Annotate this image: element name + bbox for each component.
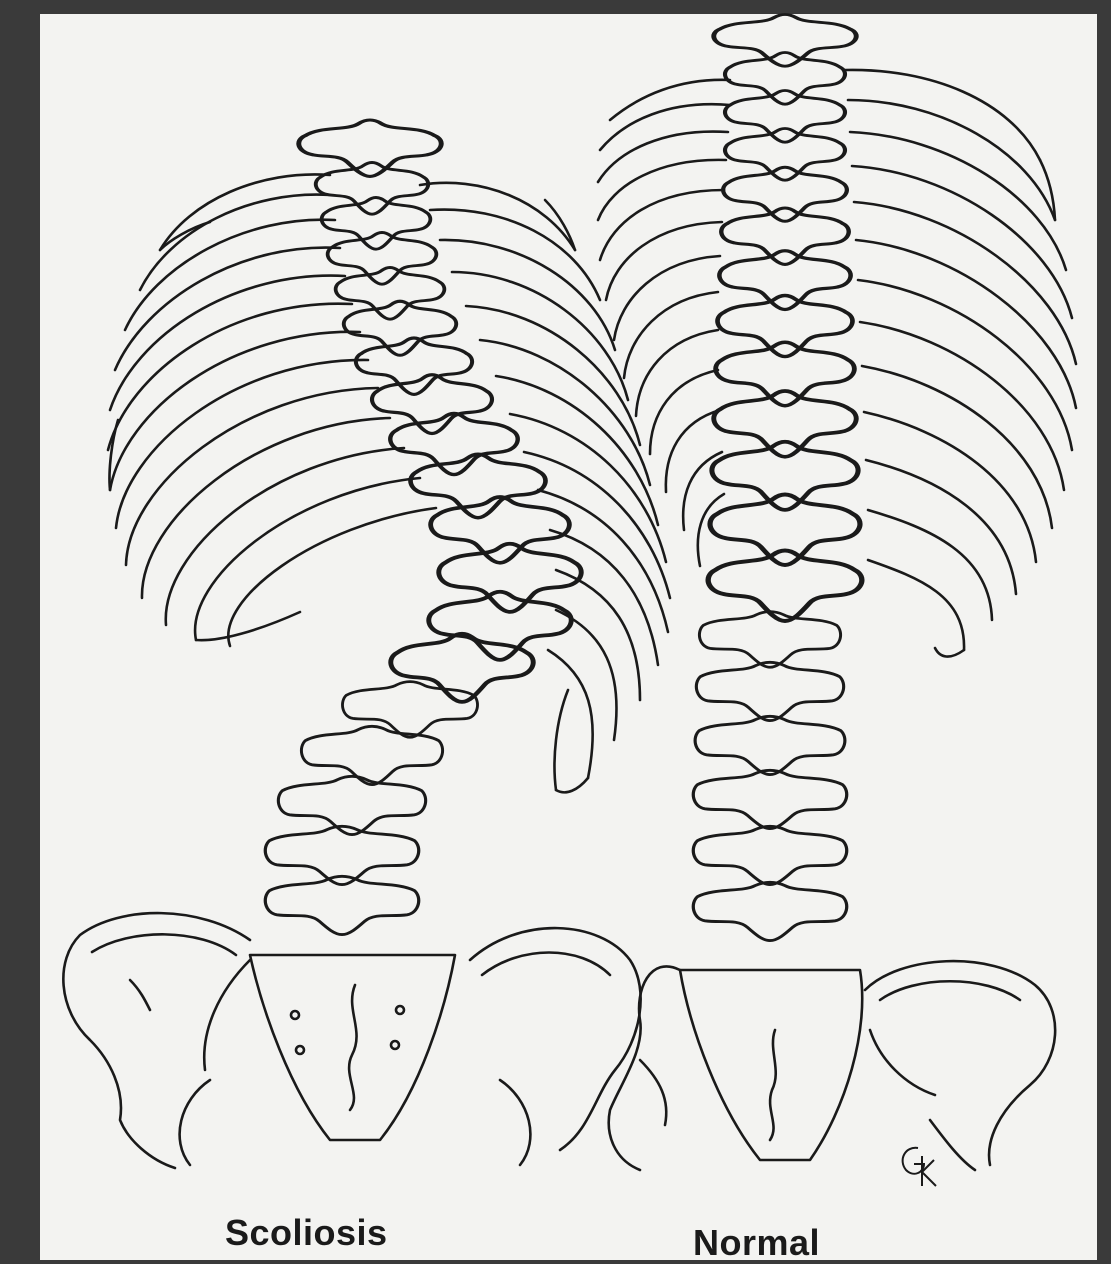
normal-ribs-right	[845, 70, 1076, 657]
normal-ribs-left	[598, 80, 730, 566]
normal-spine	[693, 14, 862, 940]
scoliosis-label: Scoliosis	[225, 1212, 388, 1254]
scoliosis-pelvis	[63, 913, 640, 1168]
normal-label: Normal	[693, 1222, 820, 1264]
normal-pelvis	[609, 961, 1055, 1170]
scoliosis-figure	[63, 120, 670, 1168]
artist-signature	[903, 1148, 936, 1186]
scoliosis-spine	[265, 120, 581, 935]
